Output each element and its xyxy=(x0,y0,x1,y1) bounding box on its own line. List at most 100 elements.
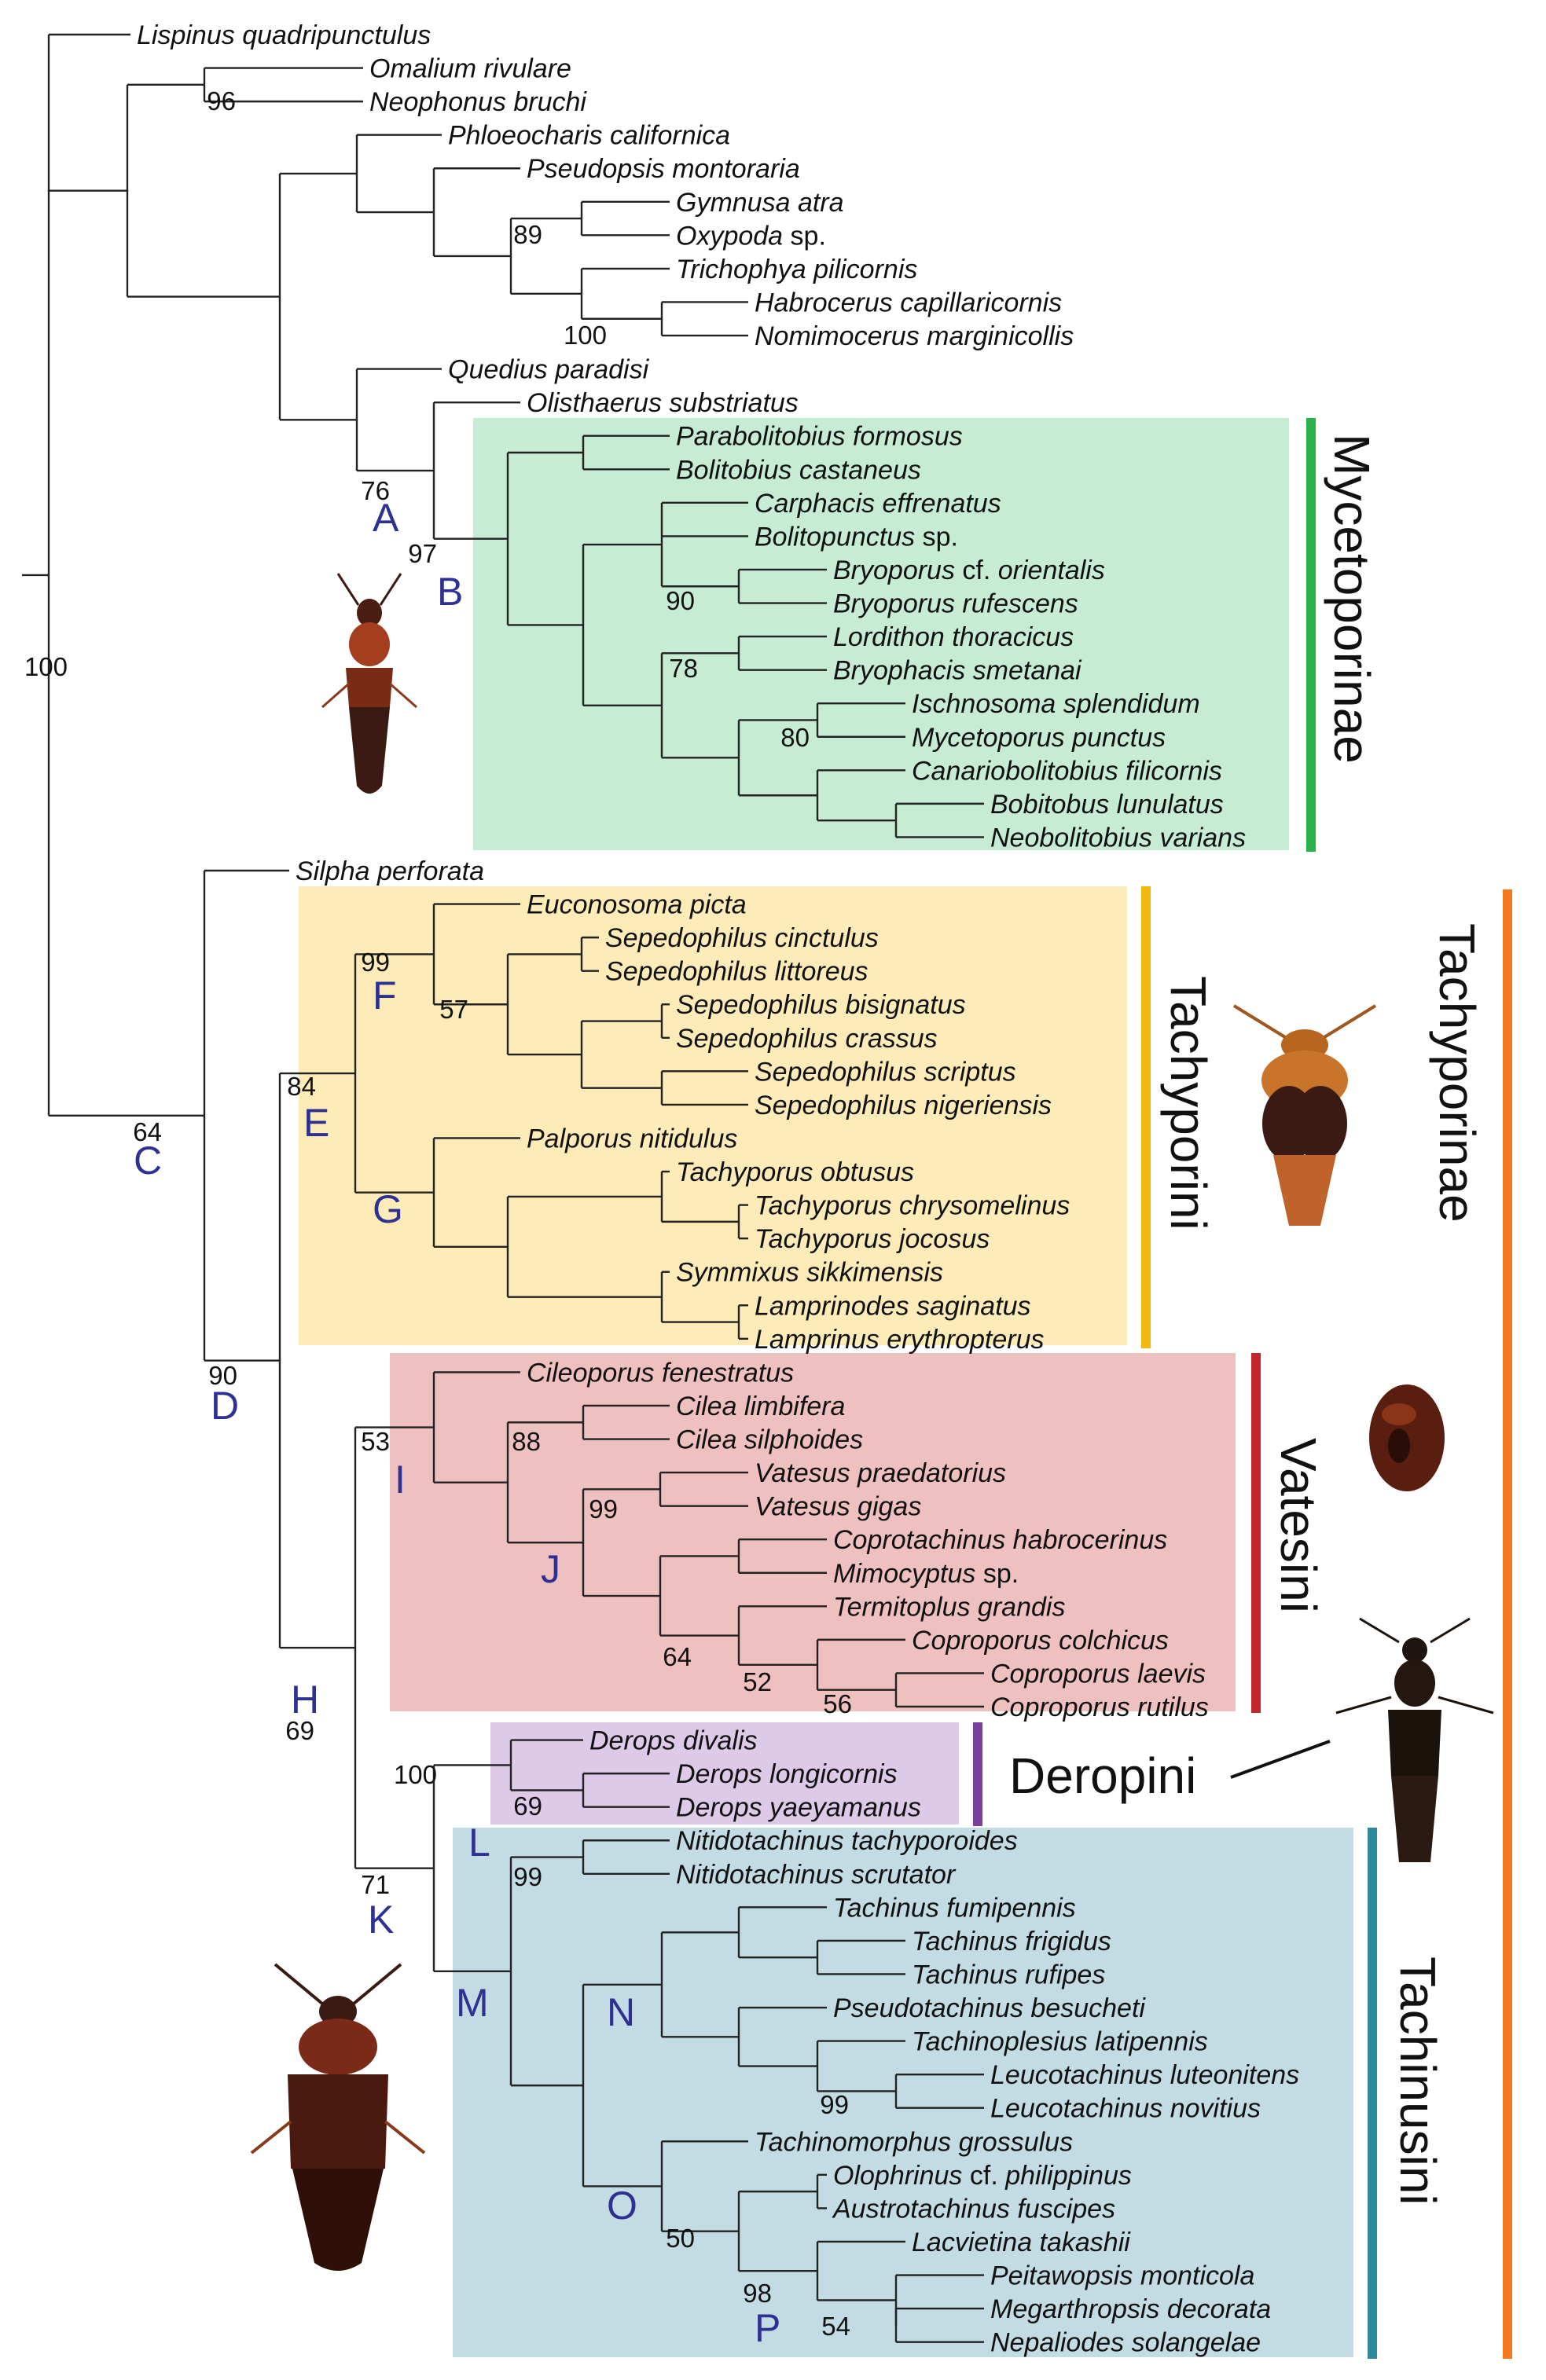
taxon-label: Lordithon thoracicus xyxy=(833,622,1074,652)
taxon-label: Sepedophilus cinctulus xyxy=(605,923,879,953)
taxon-label: Tachyporus chrysomelinus xyxy=(755,1191,1070,1221)
support-value: 53 xyxy=(361,1427,390,1456)
tachyporinae-bar xyxy=(1503,889,1512,2359)
node-label: G xyxy=(373,1187,403,1231)
taxon-label: Coproporus laevis xyxy=(990,1659,1206,1689)
support-value: 99 xyxy=(513,1862,542,1891)
support-value: 76 xyxy=(361,476,390,505)
taxon-label: Cileoporus fenestratus xyxy=(527,1358,794,1388)
taxon-label: Bryoporus rufescens xyxy=(833,589,1078,619)
taxon-label: Tachinus rufipes xyxy=(912,1960,1105,1989)
taxon-label: Tachinus frigidus xyxy=(912,1927,1111,1956)
taxon-label: Lacvietina takashii xyxy=(912,2228,1131,2257)
taxon-label: Peitawopsis monticola xyxy=(990,2261,1254,2291)
taxon-label: Termitoplus grandis xyxy=(833,1592,1065,1622)
tachinusini-box xyxy=(453,1828,1353,2357)
taxon-label: Tachinomorphus grossulus xyxy=(755,2127,1073,2157)
taxon-label: Coproporus colchicus xyxy=(912,1626,1169,1656)
taxon-label: Quedius paradisi xyxy=(448,355,650,385)
support-value: 100 xyxy=(564,321,607,350)
taxon-label: Bryophacis smetanai xyxy=(833,656,1082,686)
node-label: L xyxy=(468,1821,490,1865)
support-value: 100 xyxy=(24,652,68,681)
taxon-label: Olisthaerus substriatus xyxy=(527,388,799,418)
taxon-label: Trichophya pilicornis xyxy=(676,255,917,284)
node-label: F xyxy=(373,974,397,1018)
tachinusini-label: Tachinusini xyxy=(1390,1956,1446,2206)
taxon-label: Tachinoplesius latipennis xyxy=(912,2027,1208,2057)
node-label: A xyxy=(373,496,399,540)
mycetoporinae-box xyxy=(473,418,1289,850)
taxon-label: Nepaliodes solangelae xyxy=(990,2328,1261,2358)
taxon-label: Derops longicornis xyxy=(676,1759,898,1789)
vatesini-bar xyxy=(1251,1353,1261,1713)
taxon-label: Neophonus bruchi xyxy=(369,87,587,117)
taxon-label: Mycetoporus punctus xyxy=(912,723,1166,753)
node-label: M xyxy=(456,1981,489,2025)
taxon-label: Neobolitobius varians xyxy=(990,823,1246,853)
support-value: 96 xyxy=(207,86,236,116)
taxon-label: Tachyporus jocosus xyxy=(755,1224,990,1254)
taxon-label: Lamprinus erythropterus xyxy=(755,1325,1045,1355)
tachinusini-bar xyxy=(1368,1828,1377,2359)
node-label: C xyxy=(134,1139,162,1183)
taxon-label: Nitidotachinus tachyporoides xyxy=(676,1826,1018,1856)
taxon-label: Phloeocharis californica xyxy=(448,121,730,151)
support-value: 69 xyxy=(513,1791,542,1821)
taxon-label: Coprotachinus habrocerinus xyxy=(833,1525,1167,1555)
tachyporini-bar xyxy=(1141,886,1151,1348)
taxon-label: Derops divalis xyxy=(589,1726,758,1756)
taxon-label: Omalium rivulare xyxy=(369,54,571,84)
taxon-label: Leucotachinus luteonitens xyxy=(990,2060,1299,2090)
support-value: 52 xyxy=(743,1667,772,1696)
taxon-label: Oxypoda sp. xyxy=(676,221,826,251)
node-label: J xyxy=(541,1547,560,1591)
mycetoporinae-bar xyxy=(1306,418,1316,852)
support-value: 71 xyxy=(361,1870,390,1899)
support-value: 84 xyxy=(287,1072,316,1101)
support-value: 50 xyxy=(666,2224,695,2253)
deropini-pointer xyxy=(1230,1740,1331,1779)
taxon-label: Cilea limbifera xyxy=(676,1392,845,1421)
taxon-label: Leucotachinus novitius xyxy=(990,2094,1261,2124)
taxon-label: Lamprinodes saginatus xyxy=(755,1291,1031,1321)
support-value: 89 xyxy=(513,220,542,249)
tachyporini-box xyxy=(299,886,1127,1345)
taxon-label: Coproporus rutilus xyxy=(990,1692,1209,1722)
taxon-label: Megarthropsis decorata xyxy=(990,2294,1271,2324)
taxon-label: Sepedophilus scriptus xyxy=(755,1057,1016,1087)
taxon-label: Vatesus gigas xyxy=(755,1492,921,1522)
support-value: 97 xyxy=(408,539,437,568)
support-value: 99 xyxy=(589,1494,618,1524)
vatesini-box xyxy=(390,1353,1236,1711)
taxon-label: Carphacis effrenatus xyxy=(755,489,1001,519)
taxon-label: Vatesus praedatorius xyxy=(755,1458,1006,1488)
taxon-label: Austrotachinus fuscipes xyxy=(832,2194,1115,2224)
beetle-tachinusini-image xyxy=(250,1963,426,2271)
tachyporini-label: Tachyporini xyxy=(1160,976,1217,1230)
taxon-label: Sepedophilus bisignatus xyxy=(676,990,966,1020)
tachyporinae-label: Tachyporinae xyxy=(1429,923,1485,1223)
taxon-label: Lispinus quadripunctulus xyxy=(137,20,431,50)
support-value: 90 xyxy=(208,1361,237,1390)
support-value: 57 xyxy=(439,995,468,1024)
node-label: H xyxy=(291,1678,319,1722)
taxon-label: Derops yaeyamanus xyxy=(676,1793,921,1823)
deropini-bar xyxy=(973,1722,982,1826)
support-value: 88 xyxy=(512,1427,541,1456)
taxon-label: Tachyporus obtusus xyxy=(676,1157,914,1187)
vatesini-label: Vatesini xyxy=(1270,1438,1327,1613)
taxon-label: Pseudopsis montoraria xyxy=(527,154,800,184)
taxon-label: Mimocyptus sp. xyxy=(833,1559,1019,1589)
taxon-label: Sepedophilus crassus xyxy=(676,1024,938,1054)
node-label: P xyxy=(755,2306,780,2350)
taxon-label: Cilea silphoides xyxy=(676,1425,863,1455)
taxon-label: Ischnosoma splendidum xyxy=(912,689,1200,719)
beetle-vatesini-image xyxy=(1369,1384,1445,1491)
taxon-label: Euconosoma picta xyxy=(527,890,747,920)
taxon-label: Palporus nitidulus xyxy=(527,1124,737,1153)
taxon-label: Nitidotachinus scrutator xyxy=(676,1860,957,1890)
